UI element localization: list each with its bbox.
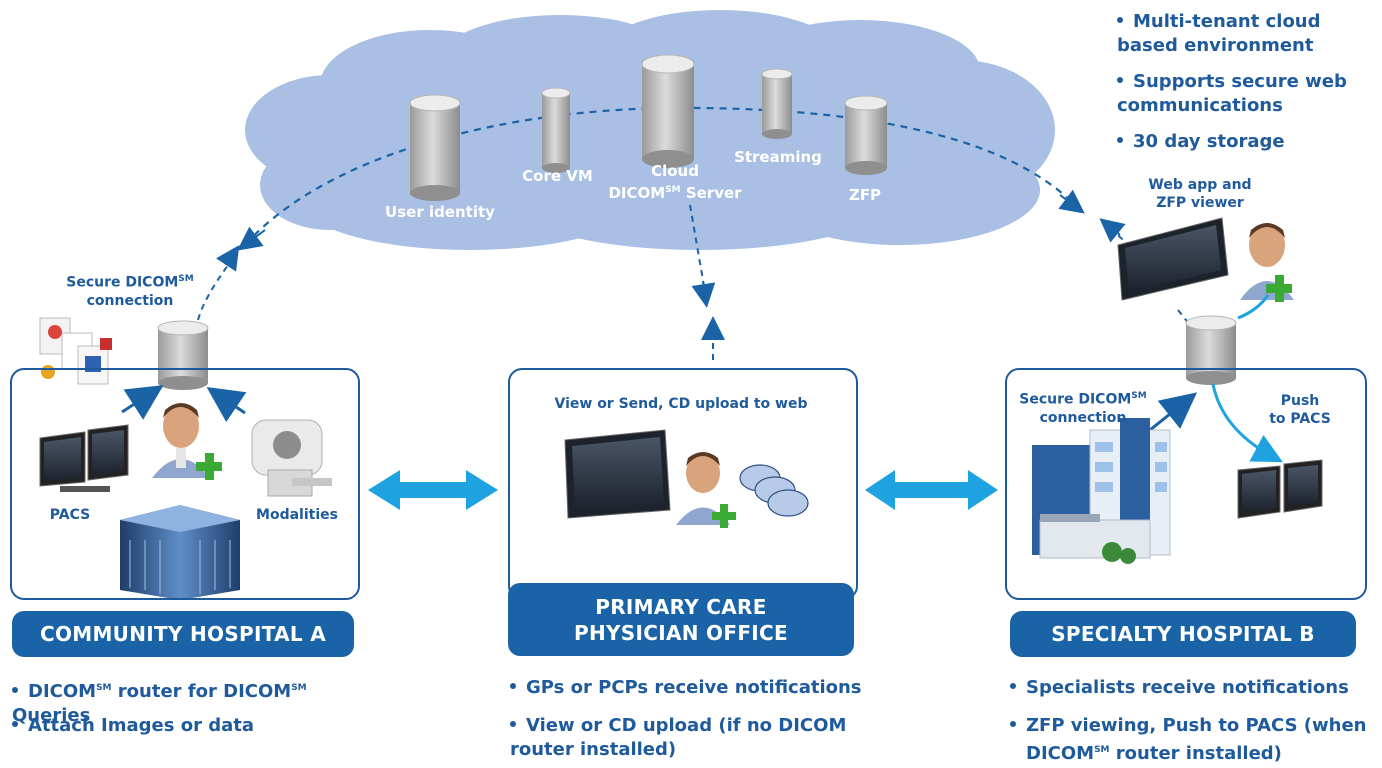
left-bullet-1: DICOMSM router for DICOMSM Queries (12, 681, 307, 726)
zfp-cylinder-icon (844, 95, 888, 175)
specialty-hospital-box (1005, 368, 1367, 600)
server-label: Server (680, 184, 742, 202)
specialty-hospital-building-icon (1032, 418, 1171, 564)
cloud-dicom-server-cylinder-icon (641, 54, 695, 168)
left-bullet-2: Attach Images or data (12, 714, 372, 738)
pacs-monitors-icon (39, 424, 129, 492)
cloud-feature-3: 30 day storage (1117, 130, 1367, 154)
dicom-label: DICOM (608, 184, 666, 202)
modalities-label: Modalities (256, 507, 338, 523)
core-vm-label: Core VM (522, 167, 593, 185)
middle-bullet-2: View or CD upload (if no DICOM router in… (510, 715, 847, 760)
left-doctor-icon (152, 403, 222, 480)
web-app-tablet-icon (1117, 217, 1229, 301)
right-bullet-2: ZFP viewing, Push to PACS (when DICOMSM … (1010, 714, 1380, 766)
cloud-feature-2: Supports secure web communications (1117, 71, 1347, 116)
middle-tablet-icon (564, 429, 671, 519)
user-identity-label: User identity (385, 203, 495, 221)
cloud-label-line1: Cloud (651, 162, 699, 180)
right-doctor-icon (1240, 223, 1294, 302)
community-hospital-box (10, 368, 360, 600)
pacs-label: PACS (49, 507, 91, 523)
core-vm-cylinder-icon (541, 87, 571, 173)
specialty-hospital-banner: SPECIALTY HOSPITAL B (1010, 611, 1356, 657)
left-double-arrow (368, 470, 498, 510)
left-gateway-cylinder-icon (157, 320, 209, 390)
streaming-cylinder-icon (761, 68, 793, 139)
middle-bullet-1: GPs or PCPs receive notifications (510, 676, 870, 700)
right-double-arrow (865, 470, 998, 510)
user-identity-cylinder-icon (409, 94, 461, 201)
modality-scanner-icon (251, 419, 332, 497)
middle-caption: View or Send, CD upload to web (554, 396, 808, 412)
community-hospital-building-icon (120, 505, 240, 600)
cloud-dashed-arc (244, 106, 1076, 246)
cd-discs-icon (739, 464, 809, 517)
cloud-dicom-server-label: Cloud DICOMSM Server (608, 162, 742, 202)
middle-doctor-icon (676, 452, 736, 528)
streaming-label: Streaming (734, 148, 822, 166)
right-pacs-monitors-icon (1237, 459, 1323, 519)
right-bullet-1: Specialists receive notifications (1010, 676, 1380, 700)
cloud-feature-1: Multi-tenant cloud based environment (1117, 11, 1321, 56)
community-hospital-banner: COMMUNITY HOSPITAL A (12, 611, 354, 657)
cloud-shape (245, 10, 1055, 250)
zfp-label: ZFP (848, 186, 882, 204)
